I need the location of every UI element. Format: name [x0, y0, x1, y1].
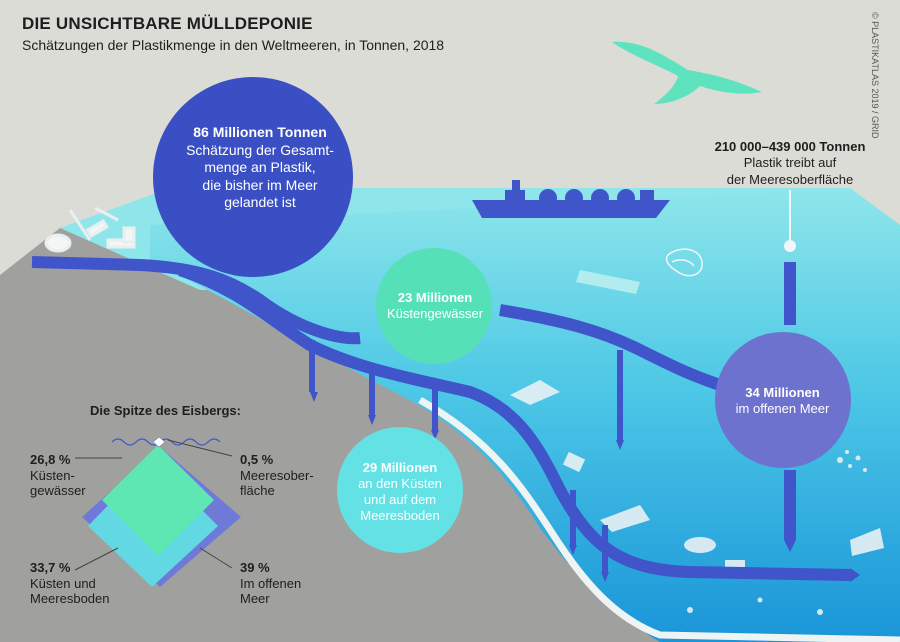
seabed-edge — [418, 396, 900, 642]
credit-line: © PLASTIKATLAS 2019 / GRID — [870, 12, 880, 139]
surface-line: Plastik treibt auf — [743, 155, 837, 171]
iceberg-item-open-sea: 39 % Im offenen Meer — [240, 560, 301, 607]
iceberg-line: Meeresboden — [30, 591, 110, 607]
iceberg-item-surface: 0,5 % Meeresober- fläche — [240, 452, 314, 499]
bird-icon — [612, 41, 762, 104]
total-label: 86 Millionen Tonnen Schätzung der Gesamt… — [160, 124, 360, 212]
iceberg-item-coast-floor: 33,7 % Küsten und Meeresboden — [30, 560, 110, 607]
total-line: menge an Plastik, — [204, 159, 316, 175]
coast-floor-line: Meeresboden — [360, 507, 440, 523]
page-title: DIE UNSICHTBARE MÜLLDEPONIE — [22, 14, 313, 33]
coast-floor-line: und auf dem — [363, 491, 437, 507]
surface-value: 210 000–439 000 Tonnen — [714, 139, 866, 154]
ship-icon — [472, 180, 670, 218]
iceberg-percent: 26,8 % — [30, 452, 71, 467]
iceberg-line: Im offenen — [240, 575, 302, 591]
total-line: Schätzung der Gesamt- — [186, 141, 334, 158]
iceberg-item-coastal: 26,8 % Küsten- gewässer — [30, 452, 86, 499]
surface-line: der Meeresoberfläche — [726, 171, 854, 187]
coast-floor-line: an den Küsten — [358, 475, 442, 491]
coast-floor-bubble — [337, 427, 463, 553]
iceberg-percent: 0,5 % — [240, 452, 274, 467]
flow-arrows — [31, 256, 851, 581]
coastal-text: Küstengewässer — [386, 305, 484, 321]
iceberg-line: Meeresober- — [240, 467, 314, 483]
iceberg-line: Küsten und — [30, 575, 96, 591]
iceberg-chart — [74, 436, 241, 587]
coast-floor-value: 29 Millionen — [362, 460, 438, 475]
iceberg-line: fläche — [240, 483, 275, 499]
open-sea-label: 34 Millionen im offenen Meer — [715, 385, 850, 416]
total-value: 86 Millionen Tonnen — [193, 124, 327, 140]
coastal-bubble — [376, 248, 492, 364]
total-line: die bisher im Meer — [202, 176, 318, 193]
iceberg-line: Meer — [240, 591, 270, 607]
iceberg-percent: 33,7 % — [30, 560, 71, 575]
surface-note: 210 000–439 000 Tonnen Plastik treibt au… — [700, 139, 880, 188]
coast-floor-label: 29 Millionen an den Küsten und auf dem M… — [340, 460, 460, 523]
iceberg-coastal — [102, 445, 214, 556]
iceberg-surface — [152, 436, 166, 448]
iceberg-line: gewässer — [30, 483, 86, 499]
coastal-label: 23 Millionen Küstengewässer — [370, 290, 500, 321]
open-sea-bubble — [715, 332, 851, 468]
open-sea-value: 34 Millionen — [745, 385, 820, 400]
iceberg-percent: 39 % — [240, 560, 270, 575]
coastal-value: 23 Millionen — [397, 290, 473, 305]
page-subtitle: Schätzungen der Plastikmenge in den Welt… — [22, 37, 445, 53]
iceberg-title: Die Spitze des Eisbergs: — [90, 403, 241, 418]
sea-water — [150, 188, 900, 642]
bag-icon — [665, 248, 703, 277]
deep-debris — [510, 380, 884, 615]
bottle-icon — [576, 270, 640, 294]
iceberg-line: Küsten- — [30, 467, 75, 483]
total-line: gelandet ist — [224, 194, 296, 210]
total-bubble — [153, 77, 353, 277]
debris-icon — [44, 206, 136, 253]
open-sea-text: im offenen Meer — [735, 400, 830, 416]
